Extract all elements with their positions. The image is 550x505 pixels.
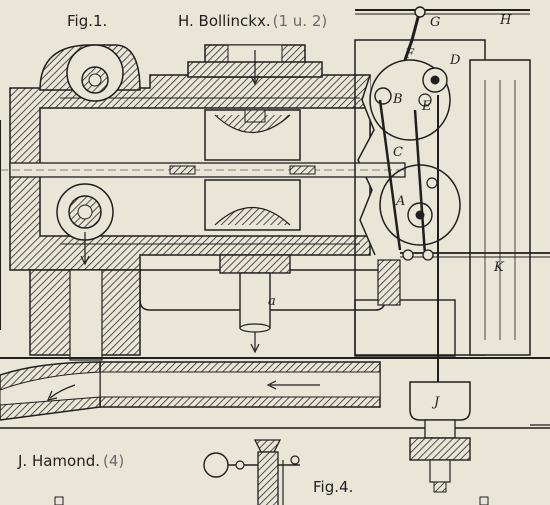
dashpot-J (409, 381, 471, 421)
fig4-pivot-left (235, 460, 245, 470)
label-D: D (449, 53, 461, 68)
pivot-K-left (402, 249, 414, 261)
governor-mechanism (354, 6, 550, 493)
inventor-bottom-name: J. Hamond. (17, 452, 100, 470)
column-ribs (484, 80, 516, 340)
fig1-label: Fig.1. (67, 12, 107, 30)
lever-G (403, 9, 422, 61)
pivot-K-right (422, 249, 434, 261)
fig4-pivot-right (290, 455, 300, 465)
label-J: J (431, 395, 440, 410)
label-A: A (395, 194, 405, 209)
dashpot-base (409, 437, 471, 461)
fig4-apparatus (54, 439, 489, 505)
dashpot-foot (429, 459, 451, 483)
piston-top-boss (244, 109, 266, 123)
output-shaft-end (239, 323, 271, 333)
engine-section (0, 44, 406, 361)
rod-C-left (378, 99, 402, 251)
label-a: a (268, 294, 276, 309)
inlet-arrowhead (250, 75, 260, 86)
label-G: G (430, 15, 440, 30)
elbow-arrowhead (46, 390, 58, 401)
rod-C-right (413, 109, 427, 256)
exhaust-duct-bore (99, 371, 381, 398)
base-structure (0, 357, 550, 429)
eccentric-upper-ring (369, 59, 451, 141)
inventor-bottom-ref: (4) (103, 452, 124, 470)
dashpot-neck (424, 419, 456, 439)
pivot-G (414, 6, 426, 18)
label-F: F (404, 47, 415, 62)
label-K: K (493, 260, 505, 275)
valve-bottom-core (77, 204, 93, 220)
lower-boss (219, 254, 291, 274)
dashpot-nut (433, 481, 447, 493)
right-pedestal (354, 299, 456, 357)
output-arrowhead (250, 343, 260, 354)
label-B: B (392, 92, 403, 107)
output-shaft (239, 272, 271, 329)
eccentric-D-core (430, 75, 440, 85)
piston-lower-crown (214, 206, 291, 226)
exhaust-arrowhead-left (80, 255, 90, 266)
label-C: C (393, 145, 403, 160)
eccentric-E (418, 93, 432, 107)
duct-arrowhead (266, 380, 277, 390)
left-pedestal-bore (69, 269, 103, 361)
eccentric-A-pin (426, 177, 438, 189)
piston-upper-crown (214, 114, 291, 134)
eccentric-B (374, 87, 392, 105)
inventor-top: H. Bollinckx.(1 u. 2) (178, 12, 327, 30)
side-plate (377, 259, 401, 306)
valve-top-core (88, 73, 102, 87)
fig4-right-post (479, 496, 489, 505)
inventor-top-name: H. Bollinckx. (178, 12, 271, 30)
exhaust-elbow-bore (0, 371, 101, 406)
fig4-left-post (54, 496, 64, 505)
fig4-body (257, 451, 279, 505)
inventor-bottom: J. Hamond.(4) (17, 452, 124, 470)
elbow-arrow (49, 384, 76, 399)
piston-slot-left (169, 165, 196, 175)
fig4-gauge (203, 452, 229, 478)
label-H: H (499, 13, 512, 28)
label-E: E (421, 99, 432, 114)
inventor-top-ref: (1 u. 2) (273, 12, 328, 30)
fig4-label: Fig.4. (313, 478, 353, 496)
piston-slot-right (289, 165, 316, 175)
